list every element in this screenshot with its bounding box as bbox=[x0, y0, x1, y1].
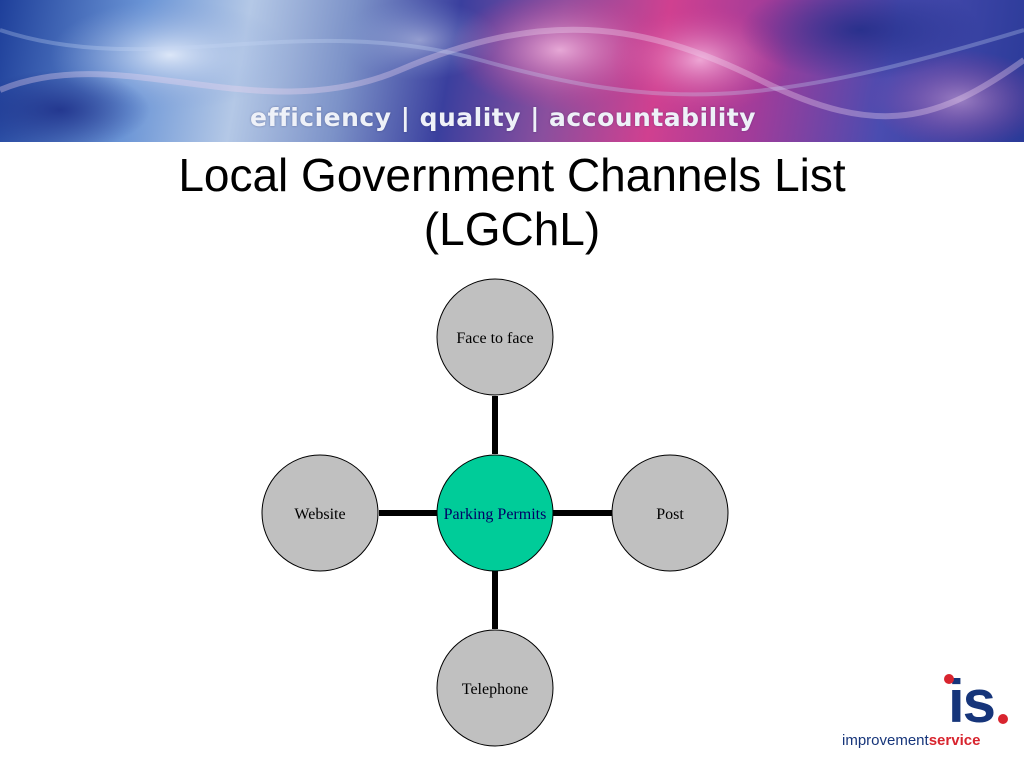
logo-end-dot bbox=[998, 714, 1008, 724]
logo-wordmark: improvementservice bbox=[842, 732, 980, 749]
page-title: Local Government Channels List (LGChL) bbox=[0, 148, 1024, 256]
banner-graphic bbox=[0, 0, 1024, 142]
logo-i-dot bbox=[944, 674, 954, 684]
logo-word-service: service bbox=[928, 732, 981, 749]
node-label-post: Post bbox=[656, 506, 684, 523]
node-face-to-face: Face to face bbox=[436, 278, 554, 396]
logo-word-improvement: improvement bbox=[842, 732, 929, 749]
node-post: Post bbox=[611, 454, 729, 572]
page-title-line-2: (LGChL) bbox=[423, 203, 601, 255]
node-label-face-to-face: Face to face bbox=[456, 330, 533, 347]
node-website: Website bbox=[261, 454, 379, 572]
node-parking-permits: Parking Permits bbox=[436, 454, 554, 572]
node-label-telephone: Telephone bbox=[462, 681, 528, 698]
improvement-service-logo: is improvementservice bbox=[838, 672, 1008, 752]
header-banner: efficiency | quality | accountability bbox=[0, 0, 1024, 142]
banner-tagline: efficiency | quality | accountability bbox=[250, 103, 757, 132]
node-label-parking-permits: Parking Permits bbox=[444, 506, 547, 523]
node-label-website: Website bbox=[294, 506, 345, 523]
page-title-line-1: Local Government Channels List bbox=[178, 149, 846, 201]
node-telephone: Telephone bbox=[436, 629, 554, 747]
logo-mark: is bbox=[947, 668, 996, 735]
